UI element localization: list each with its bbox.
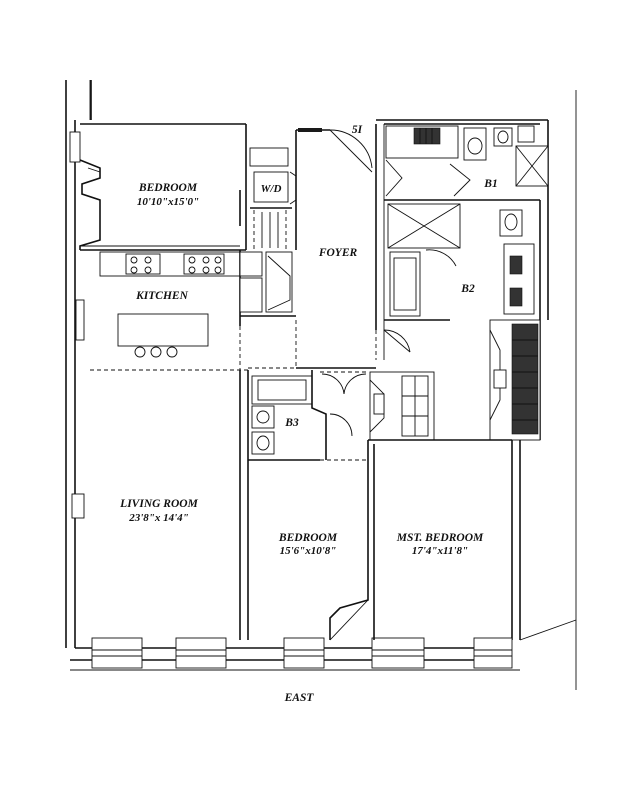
unit-number-label: 5I [352, 124, 363, 136]
b1-bathroom [384, 125, 549, 201]
b1-label: B1 [483, 178, 497, 190]
wd-label: W/D [261, 183, 282, 195]
master-closet [368, 371, 512, 441]
master-bedroom-dims: 17'4"x11'8" [412, 545, 468, 557]
bedroom-west-dims: 10'10"x15'0" [137, 196, 199, 208]
b3-label: B3 [284, 417, 299, 429]
living-room-name: LIVING ROOM [119, 498, 198, 510]
walk-in-closet [489, 319, 541, 441]
b3-bathroom [247, 370, 327, 640]
south-windows [91, 637, 513, 669]
hall-doors [320, 371, 368, 461]
living-room-dims: 23'8"x 14'4" [128, 512, 189, 524]
b2-label: B2 [460, 283, 475, 295]
kitchen-island [117, 313, 209, 358]
b2-bathroom [383, 203, 535, 353]
entry-door [298, 128, 373, 173]
wd-closet [249, 147, 297, 250]
room-labels: 5I BEDROOM 10'10"x15'0" W/D FOYER B1 B2 … [119, 124, 498, 704]
orientation-label: EAST [284, 692, 315, 704]
bedroom-west-walls [69, 131, 246, 251]
bedroom-west-name: BEDROOM [138, 182, 198, 194]
bedroom-south-name: BEDROOM [278, 532, 338, 544]
kitchen-label: KITCHEN [135, 290, 188, 302]
master-bedroom-name: MST. BEDROOM [396, 532, 484, 544]
kitchen-counter [75, 250, 296, 341]
south-partitions [71, 370, 375, 641]
bedroom-south-dims: 15'6"x10'8" [280, 545, 337, 557]
foyer-label: FOYER [318, 247, 358, 259]
